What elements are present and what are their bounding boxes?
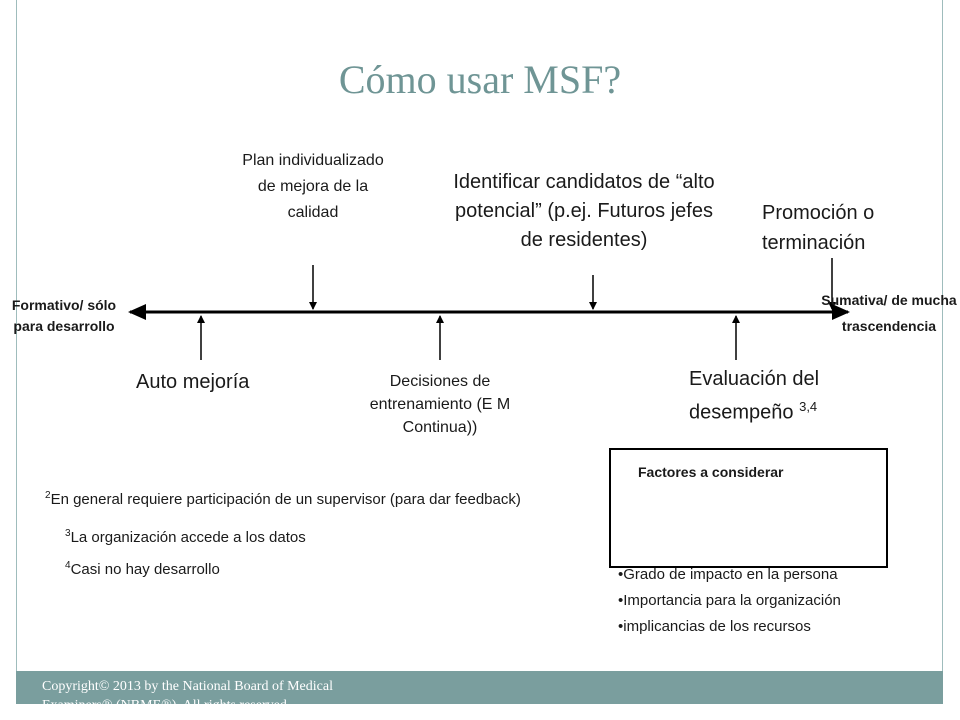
footnote-3: 3La organización accede a los datos — [65, 528, 306, 546]
label-evaluacion-text: Evaluación del desempeño — [689, 368, 820, 424]
copyright-notice: Copyright© 2013 by the National Board of… — [42, 679, 333, 704]
slide-title: Cómo usar MSF? — [338, 57, 622, 102]
footnotes: 2En general requiere participación de un… — [45, 484, 565, 582]
label-evaluacion: Evaluación del desempeño 3,4 — [689, 366, 859, 427]
factors-title: Factores a considerar — [638, 464, 784, 480]
footer-bar: Copyright© 2013 by the National Board of… — [16, 671, 943, 704]
label-identificar: Identificar candidatos de “alto potencia… — [453, 171, 715, 251]
label-promocion: Promoción o terminación — [762, 202, 875, 254]
label-decisiones: Decisiones de entrenamiento (E M Continu… — [369, 373, 511, 436]
factor-item: •Importancia para la organización — [618, 592, 841, 609]
axis-left-arrowhead — [128, 304, 146, 320]
factor-item: •implicancias de los recursos — [618, 618, 811, 635]
label-auto-mejoria: Auto mejoría — [136, 371, 250, 393]
axis-left-label: Formativo/ sólo para desarrollo — [11, 297, 117, 334]
label-plan: Plan individualizado de mejora de la cal… — [242, 152, 384, 221]
axis-right-arrowhead — [832, 304, 850, 320]
factors-box — [609, 448, 888, 568]
footnote-2: 2En general requiere participación de un… — [45, 490, 521, 508]
factor-item: •Grado de impacto en la persona — [618, 566, 838, 583]
label-evaluacion-superscript: 3,4 — [799, 399, 818, 414]
slide-frame — [16, 0, 943, 704]
footnote-4: 4Casi no hay desarrollo — [65, 560, 220, 578]
factors-list: •Grado de impacto en la persona •Importa… — [618, 562, 938, 640]
axis-right-label: Sumativa/ de mucha trascendencia — [821, 292, 957, 334]
